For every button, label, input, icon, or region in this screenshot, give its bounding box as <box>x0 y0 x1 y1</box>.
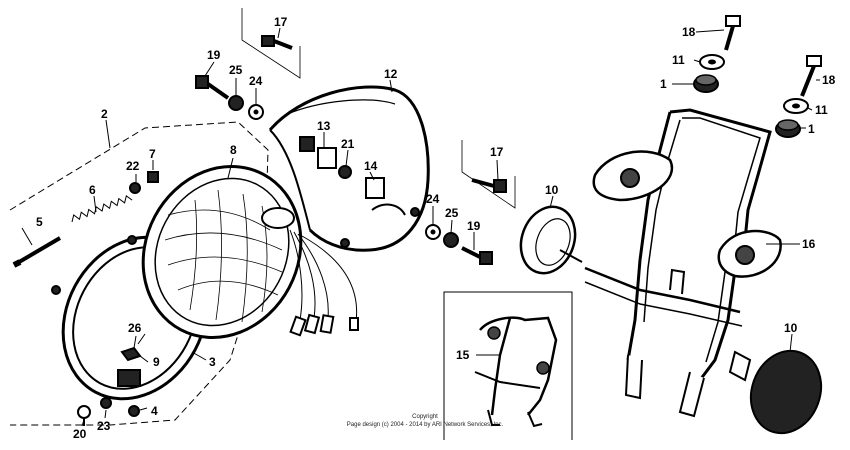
callout-7: 7 <box>149 147 156 161</box>
washer-24-side <box>425 224 441 240</box>
callout-4: 4 <box>151 404 158 418</box>
stay-15-inset-box <box>443 291 573 440</box>
copyright-line-1: Copyright <box>412 414 438 420</box>
callout-3: 3 <box>209 355 216 369</box>
callout-12: 12 <box>384 67 398 81</box>
headlight-unit-8 <box>141 165 303 339</box>
callout-23: 23 <box>97 419 111 433</box>
callout-21: 21 <box>341 137 355 151</box>
adjusting-screw-5 <box>12 236 62 268</box>
washer-25-top <box>228 95 244 111</box>
callout-8: 8 <box>230 143 237 157</box>
bolt-17-top-box <box>241 8 301 79</box>
reflector-10-upper <box>519 205 583 275</box>
callout-17-top: 17 <box>274 15 288 29</box>
callout-20: 20 <box>73 427 87 441</box>
copyright-line-2: Page design (c) 2004 - 2014 by ARI Netwo… <box>347 422 504 428</box>
grommet-21 <box>338 165 352 179</box>
callout-14: 14 <box>364 159 378 173</box>
socket-14 <box>365 177 385 199</box>
callout-10-upper: 10 <box>545 183 559 197</box>
callout-25-side: 25 <box>445 206 459 220</box>
reflector-10-lower <box>749 349 823 435</box>
bolt-17-side <box>471 178 507 193</box>
washer-25-side <box>443 232 459 248</box>
socket-13 <box>299 136 337 169</box>
headlight-assembly-outline <box>9 121 269 426</box>
nut-22 <box>129 182 141 194</box>
bolt-19-top <box>195 75 230 100</box>
bolt-19-side <box>461 246 493 265</box>
callout-25-top: 25 <box>229 63 243 77</box>
callout-1-lower: 1 <box>808 122 815 136</box>
callout-11-upper: 11 <box>672 53 685 67</box>
callout-24-top: 24 <box>249 74 263 88</box>
screw-4 <box>128 405 140 417</box>
callout-6: 6 <box>89 183 96 197</box>
callout-17-side: 17 <box>490 145 504 159</box>
washer-23 <box>100 397 112 409</box>
bolt-18-lower <box>800 55 822 97</box>
bolt-17-side-box <box>461 140 516 209</box>
callout-1-upper: 1 <box>660 77 667 91</box>
callout-18-upper: 18 <box>682 25 696 39</box>
leader-lines <box>21 27 820 427</box>
screw-20 <box>77 405 91 426</box>
washer-11-upper <box>699 54 725 70</box>
callout-15: 15 <box>456 348 470 362</box>
stay-15 <box>474 316 558 428</box>
callout-11-lower: 11 <box>815 103 828 117</box>
nut-7 <box>147 171 159 183</box>
callout-13: 13 <box>317 119 331 133</box>
spring-6 <box>71 194 133 223</box>
cushion-1-lower <box>775 119 801 138</box>
copyright-notice: Copyright Page design (c) 2004 - 2014 by… <box>347 414 504 428</box>
callout-10-lower: 10 <box>784 321 798 335</box>
callout-24-side: 24 <box>426 192 440 206</box>
callout-22: 22 <box>126 159 140 173</box>
callout-5: 5 <box>36 215 43 229</box>
headlight-stay-16 <box>584 108 782 418</box>
callout-9: 9 <box>153 355 160 369</box>
callout-19-side: 19 <box>467 219 481 233</box>
wiring-harness <box>289 229 359 337</box>
callout-18-lower: 18 <box>822 73 836 87</box>
callout-26: 26 <box>128 321 142 335</box>
bolt-17-top <box>261 35 293 50</box>
washer-24-top <box>248 104 264 120</box>
callout-numbers: 2 5 6 7 22 8 3 9 26 4 23 20 17 19 25 24 … <box>36 15 836 441</box>
cushion-1-upper <box>693 74 719 93</box>
bolt-18-upper <box>724 15 741 51</box>
callout-19-top: 19 <box>207 48 221 62</box>
callout-2: 2 <box>101 107 108 121</box>
callout-16: 16 <box>802 237 816 251</box>
washer-11-lower <box>783 98 809 114</box>
